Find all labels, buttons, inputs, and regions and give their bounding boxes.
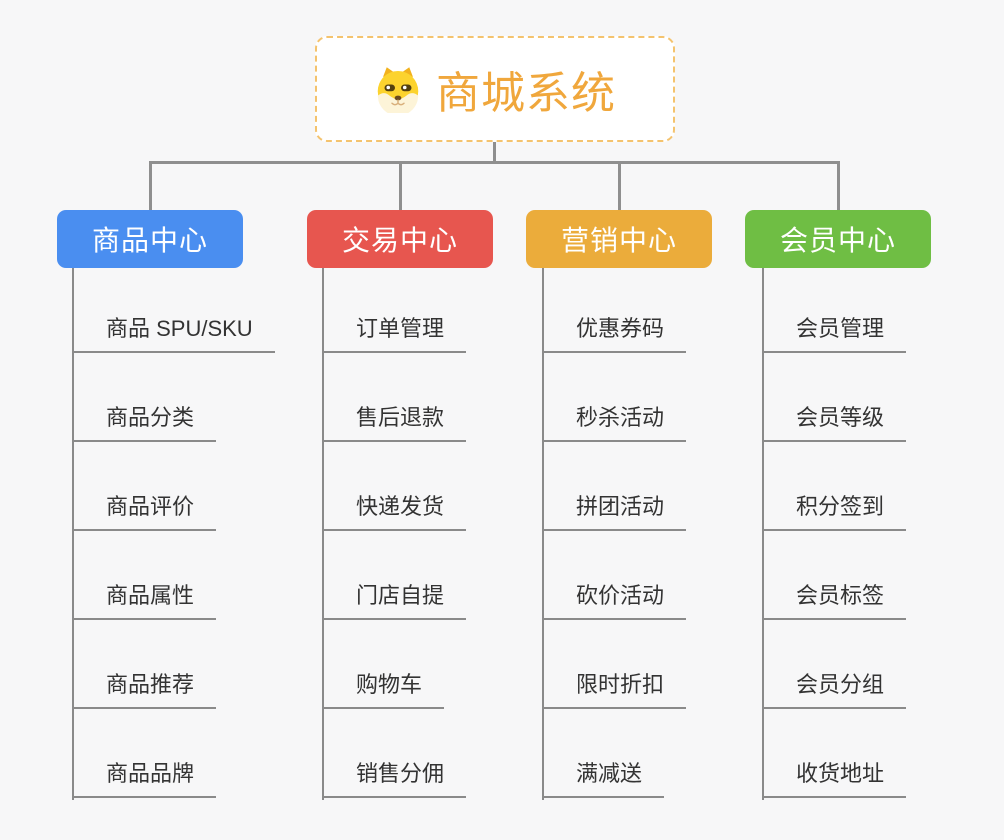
connector-drop-member bbox=[837, 161, 840, 210]
branch-node-trade-center[interactable]: 交易中心 bbox=[307, 210, 493, 268]
child-node-sales-commission[interactable]: 销售分佣 bbox=[322, 756, 467, 798]
child-node-member-tag[interactable]: 会员标签 bbox=[762, 578, 907, 620]
list-item: 满减送 bbox=[542, 709, 665, 798]
child-node-member-level[interactable]: 会员等级 bbox=[762, 400, 907, 442]
list-item: 砍价活动 bbox=[542, 531, 687, 620]
child-node-coupon-code[interactable]: 优惠券码 bbox=[542, 311, 687, 353]
root-node-mall-system[interactable]: 商城系统 bbox=[315, 36, 675, 142]
child-node-limited-time-discount[interactable]: 限时折扣 bbox=[542, 667, 687, 709]
child-node-flash-sale[interactable]: 秒杀活动 bbox=[542, 400, 687, 442]
list-item: 秒杀活动 bbox=[542, 353, 687, 442]
children-marketing-center: 优惠券码 秒杀活动 拼团活动 砍价活动 限时折扣 满减送 bbox=[542, 264, 687, 798]
list-item: 会员分组 bbox=[762, 620, 907, 709]
list-item: 会员管理 bbox=[762, 264, 907, 353]
connector-trunk-marketing bbox=[542, 268, 544, 800]
children-trade-center: 订单管理 售后退款 快递发货 门店自提 购物车 销售分佣 bbox=[322, 264, 467, 798]
children-product-center: 商品 SPU/SKU 商品分类 商品评价 商品属性 商品推荐 商品品牌 bbox=[72, 264, 275, 798]
list-item: 优惠券码 bbox=[542, 264, 687, 353]
connector-drop-marketing bbox=[618, 161, 621, 210]
child-node-points-checkin[interactable]: 积分签到 bbox=[762, 489, 907, 531]
list-item: 积分签到 bbox=[762, 442, 907, 531]
child-node-group-buy[interactable]: 拼团活动 bbox=[542, 489, 687, 531]
branch-node-marketing-center[interactable]: 营销中心 bbox=[526, 210, 712, 268]
child-node-shipping-address[interactable]: 收货地址 bbox=[762, 756, 907, 798]
list-item: 销售分佣 bbox=[322, 709, 467, 798]
list-item: 订单管理 bbox=[322, 264, 467, 353]
list-item: 商品属性 bbox=[72, 531, 217, 620]
branch-label: 营销中心 bbox=[560, 225, 677, 256]
child-node-product-review[interactable]: 商品评价 bbox=[72, 489, 217, 531]
list-item: 收货地址 bbox=[762, 709, 907, 798]
child-node-member-management[interactable]: 会员管理 bbox=[762, 311, 907, 353]
branch-label: 会员中心 bbox=[779, 225, 896, 256]
connector-trunk-member bbox=[762, 268, 764, 800]
list-item: 限时折扣 bbox=[542, 620, 687, 709]
list-item: 快递发货 bbox=[322, 442, 467, 531]
list-item: 商品推荐 bbox=[72, 620, 217, 709]
list-item: 商品 SPU/SKU bbox=[72, 264, 275, 353]
connector-bus bbox=[149, 161, 840, 164]
list-item: 购物车 bbox=[322, 620, 445, 709]
list-item: 会员标签 bbox=[762, 531, 907, 620]
connector-root-stem bbox=[493, 142, 496, 164]
list-item: 售后退款 bbox=[322, 353, 467, 442]
branch-node-member-center[interactable]: 会员中心 bbox=[745, 210, 931, 268]
list-item: 会员等级 bbox=[762, 353, 907, 442]
list-item: 拼团活动 bbox=[542, 442, 687, 531]
child-node-aftersale-refund[interactable]: 售后退款 bbox=[322, 400, 467, 442]
dog-face-icon bbox=[377, 67, 419, 113]
list-item: 商品分类 bbox=[72, 353, 217, 442]
list-item: 门店自提 bbox=[322, 531, 467, 620]
branch-label: 商品中心 bbox=[91, 225, 208, 256]
child-node-product-attribute[interactable]: 商品属性 bbox=[72, 578, 217, 620]
child-node-product-recommend[interactable]: 商品推荐 bbox=[72, 667, 217, 709]
list-item: 商品品牌 bbox=[72, 709, 217, 798]
root-title: 商城系统 bbox=[436, 69, 616, 118]
branch-label: 交易中心 bbox=[341, 225, 458, 256]
children-member-center: 会员管理 会员等级 积分签到 会员标签 会员分组 收货地址 bbox=[762, 264, 907, 798]
connector-trunk-product bbox=[72, 268, 74, 800]
child-node-store-pickup[interactable]: 门店自提 bbox=[322, 578, 467, 620]
connector-drop-trade bbox=[399, 161, 402, 210]
child-node-bargain-activity[interactable]: 砍价活动 bbox=[542, 578, 687, 620]
connector-trunk-trade bbox=[322, 268, 324, 800]
child-node-product-spu-sku[interactable]: 商品 SPU/SKU bbox=[72, 311, 275, 353]
child-node-member-group[interactable]: 会员分组 bbox=[762, 667, 907, 709]
list-item: 商品评价 bbox=[72, 442, 217, 531]
branch-node-product-center[interactable]: 商品中心 bbox=[57, 210, 243, 268]
child-node-product-category[interactable]: 商品分类 bbox=[72, 400, 217, 442]
child-node-express-delivery[interactable]: 快递发货 bbox=[322, 489, 467, 531]
connector-drop-product bbox=[149, 161, 152, 210]
child-node-order-management[interactable]: 订单管理 bbox=[322, 311, 467, 353]
child-node-product-brand[interactable]: 商品品牌 bbox=[72, 756, 217, 798]
child-node-spend-save[interactable]: 满减送 bbox=[542, 756, 665, 798]
child-node-shopping-cart[interactable]: 购物车 bbox=[322, 667, 445, 709]
